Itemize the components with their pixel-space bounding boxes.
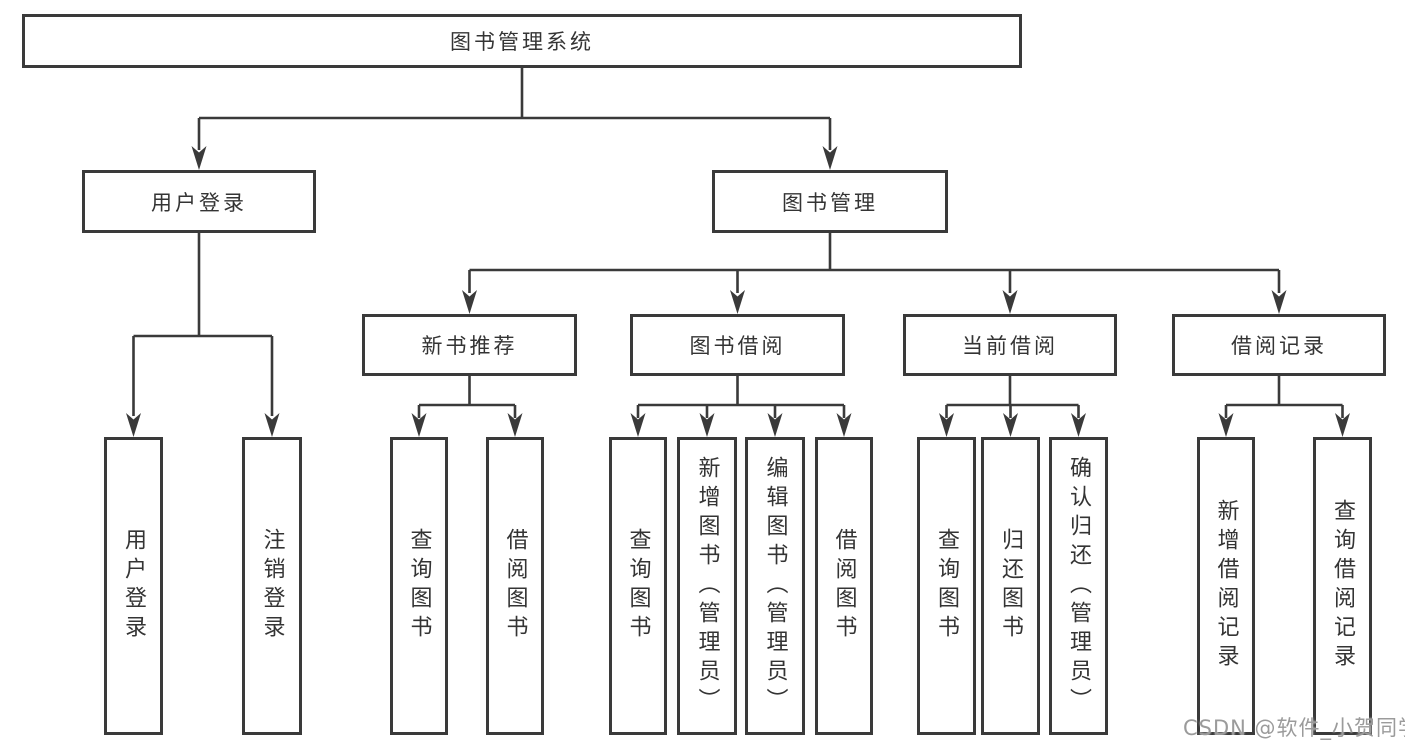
leaf-borrowing-edit-books-admin: 编辑图书（管理员） [745,437,805,735]
node-user-login: 用户登录 [82,170,316,233]
leaf-borrowing-query-books: 查询图书 [609,437,667,735]
csdn-watermark: CSDN @软件_小贺同学 [1183,716,1405,740]
leaf-user-login: 用户登录 [104,437,163,735]
leaf-logout: 注销登录 [242,437,302,735]
leaf-recommend-query-books: 查询图书 [390,437,448,735]
node-book-borrowing: 图书借阅 [630,314,845,376]
leaf-current-query-books: 查询图书 [917,437,976,735]
node-book-management: 图书管理 [712,170,948,233]
leaf-records-add-record: 新增借阅记录 [1197,437,1255,735]
leaf-recommend-borrow-books: 借阅图书 [486,437,544,735]
node-current-borrowing: 当前借阅 [903,314,1117,376]
leaf-borrowing-borrow-books: 借阅图书 [815,437,873,735]
node-borrowing-records: 借阅记录 [1172,314,1386,376]
leaf-borrowing-add-books-admin: 新增图书（管理员） [677,437,737,735]
node-new-book-recommend: 新书推荐 [362,314,577,376]
leaf-current-return-books: 归还图书 [981,437,1040,735]
leaf-records-query-record: 查询借阅记录 [1313,437,1372,735]
node-root: 图书管理系统 [22,14,1022,68]
leaf-current-confirm-return-admin: 确认归还（管理员） [1049,437,1108,735]
